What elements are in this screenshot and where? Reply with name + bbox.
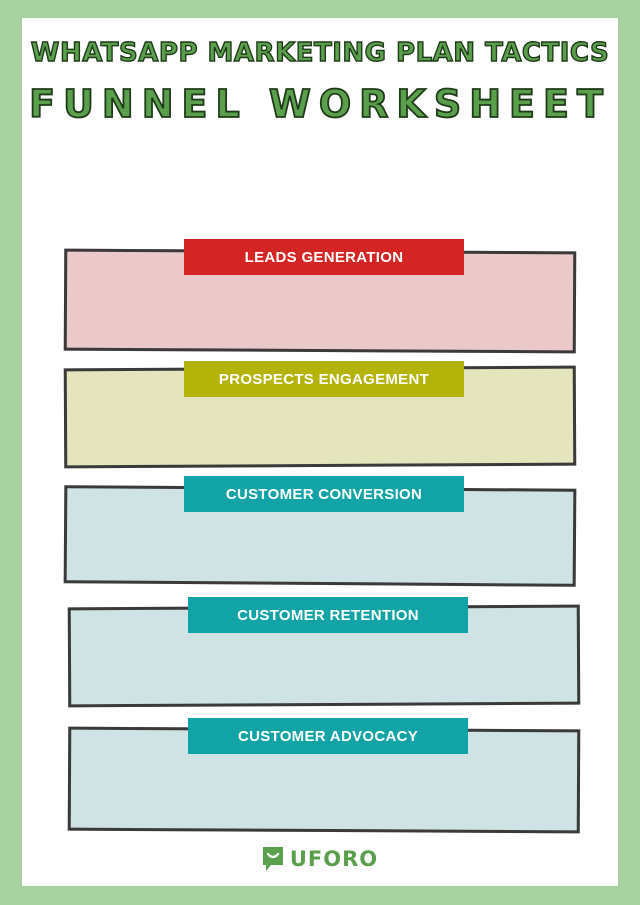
stage-label-prospects-engagement: PROSPECTS ENGAGEMENT bbox=[184, 361, 464, 397]
stage-label-customer-retention: CUSTOMER RETENTION bbox=[188, 597, 468, 633]
stage-label-leads-generation: LEADS GENERATION bbox=[184, 239, 464, 275]
stage-label-customer-advocacy: CUSTOMER ADVOCACY bbox=[188, 718, 468, 754]
brand-logo: UFORO bbox=[0, 846, 640, 872]
stage-label-customer-conversion: CUSTOMER CONVERSION bbox=[184, 476, 464, 512]
brand-name: UFORO bbox=[289, 847, 379, 871]
title-line2: FUNNEL WORKSHEET bbox=[28, 81, 611, 127]
uforo-logo-icon bbox=[262, 847, 283, 871]
title-line1: WHATSAPP MARKETING PLAN TACTICS bbox=[30, 37, 610, 68]
